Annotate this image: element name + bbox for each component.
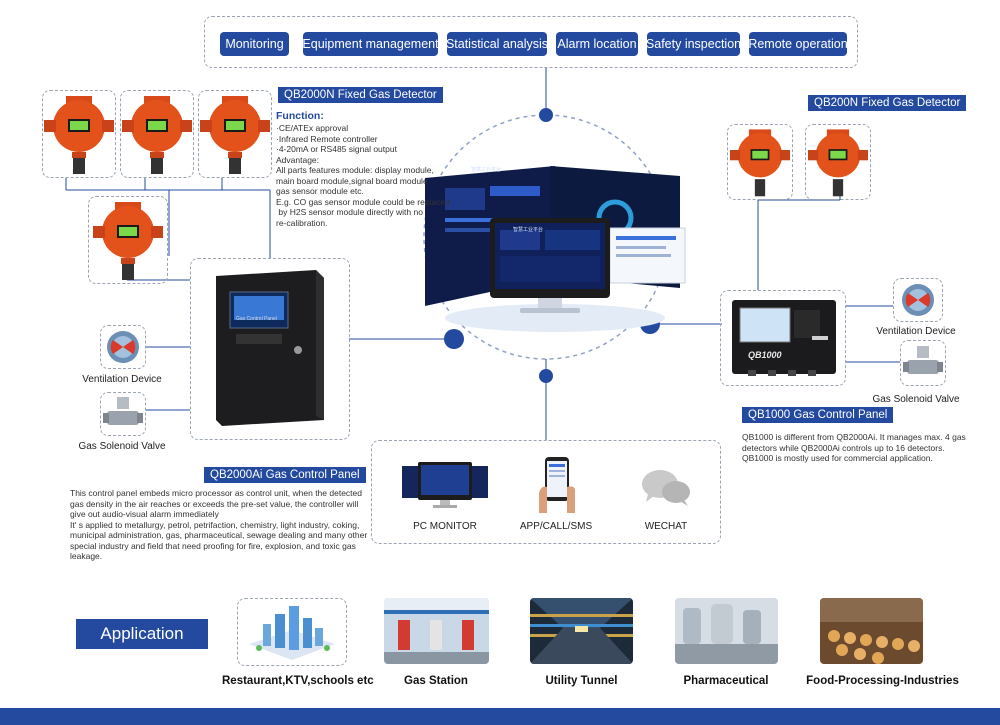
gas-detector-icon-3 — [200, 96, 270, 174]
qb2000n-function-label: Function: — [276, 110, 324, 122]
wechat-label: WECHAT — [644, 521, 688, 532]
application-caption-food-processing: Food-Processing-Industries — [806, 675, 959, 687]
ventilation-fan-icon-right — [902, 284, 934, 316]
food-processing-image — [820, 598, 923, 664]
detector-frame-4 — [88, 196, 168, 284]
app-call-sms-label: APP/CALL/SMS — [519, 521, 593, 532]
gas-detector-icon-5 — [730, 129, 790, 197]
connector-dot-top — [539, 108, 553, 122]
qb200n-frame-1 — [727, 124, 793, 200]
pharmaceutical-image — [675, 598, 778, 664]
right-valve-label: Gas Solenoid Valve — [872, 394, 960, 405]
qb2000n-title: QB2000N Fixed Gas Detector — [278, 87, 443, 103]
gas-detector-icon-1 — [44, 96, 114, 174]
ventilation-fan-icon-left — [107, 331, 139, 363]
nav-remote-operation[interactable]: Remote operation — [748, 32, 848, 56]
smartphone-app-icon — [539, 457, 575, 513]
detector-frame-1 — [42, 90, 116, 178]
qb200n-frame-2 — [805, 124, 871, 200]
utility-tunnel-image — [530, 598, 633, 664]
gas-detector-icon-4 — [93, 202, 163, 280]
qb1000-panel-frame — [720, 290, 846, 386]
qb2000ai-description: This control panel embeds micro processo… — [70, 488, 368, 561]
qb2000ai-control-panel-image — [216, 270, 324, 426]
left-ventilation-label: Ventilation Device — [82, 374, 162, 385]
footer-bar — [0, 708, 1000, 725]
channels-frame — [371, 440, 721, 544]
nav-monitoring[interactable]: Monitoring — [220, 32, 289, 56]
smart-city-image — [249, 606, 335, 660]
qb2000ai-panel-frame — [190, 258, 350, 440]
qb1000-description: QB1000 is different from QB2000Ai. It ma… — [742, 432, 966, 463]
application-caption-restaurant: Restaurant,KTV,schools etc — [222, 675, 374, 687]
monitoring-screens-illustration — [425, 166, 686, 332]
qb1000-title: QB1000 Gas Control Panel — [742, 407, 894, 423]
connector-dot-left — [444, 329, 464, 349]
nav-statistical-analysis[interactable]: Statistical analysis — [446, 32, 548, 56]
qb2000n-description: ·CE/ATEx approval ·Infrared Remote contr… — [276, 123, 450, 228]
application-heading: Application — [76, 619, 208, 649]
screen-title-2: 智慧工业平台 — [513, 227, 544, 233]
pc-monitor-label: PC MONITOR — [413, 521, 477, 532]
qb2000ai-title: QB2000Ai Gas Control Panel — [204, 467, 366, 483]
gas-detector-icon-2 — [122, 96, 192, 174]
qb2000ai-panel-label: Gas Control Panel — [236, 316, 277, 322]
gas-station-image — [384, 598, 489, 664]
screen-title-1: 智慧工业平台 — [471, 167, 502, 173]
right-ventilation-label: Ventilation Device — [876, 326, 956, 337]
gas-detector-icon-6 — [808, 129, 868, 197]
left-ventilation-frame — [100, 325, 146, 369]
wechat-icon — [642, 470, 690, 506]
application-caption-pharmaceutical: Pharmaceutical — [683, 675, 769, 687]
nav-frame — [204, 16, 858, 68]
nav-alarm-location[interactable]: Alarm location — [556, 32, 638, 56]
application-caption-utility-tunnel: Utility Tunnel — [545, 675, 618, 687]
connector-dot-bottom — [539, 369, 553, 383]
pc-monitor-icon — [402, 462, 488, 508]
right-ventilation-frame — [893, 278, 943, 322]
qb1000-panel-logo: QB1000 — [748, 350, 782, 360]
application-caption-gas-station: Gas Station — [404, 675, 468, 687]
qb1000-control-panel-image — [732, 300, 836, 376]
nav-safety-inspection[interactable]: Safety inspection — [646, 32, 741, 56]
detector-frame-3 — [198, 90, 272, 178]
application-thumb-frame-1 — [237, 598, 347, 666]
qb200n-title: QB200N Fixed Gas Detector — [808, 95, 967, 111]
solenoid-valve-icon-left — [103, 397, 143, 425]
left-valve-frame — [100, 392, 146, 436]
nav-equipment-management[interactable]: Equipment management — [302, 32, 439, 56]
detector-frame-2 — [120, 90, 194, 178]
right-valve-frame — [900, 340, 946, 386]
solenoid-valve-icon-right — [903, 346, 943, 374]
left-valve-label: Gas Solenoid Valve — [78, 441, 166, 452]
